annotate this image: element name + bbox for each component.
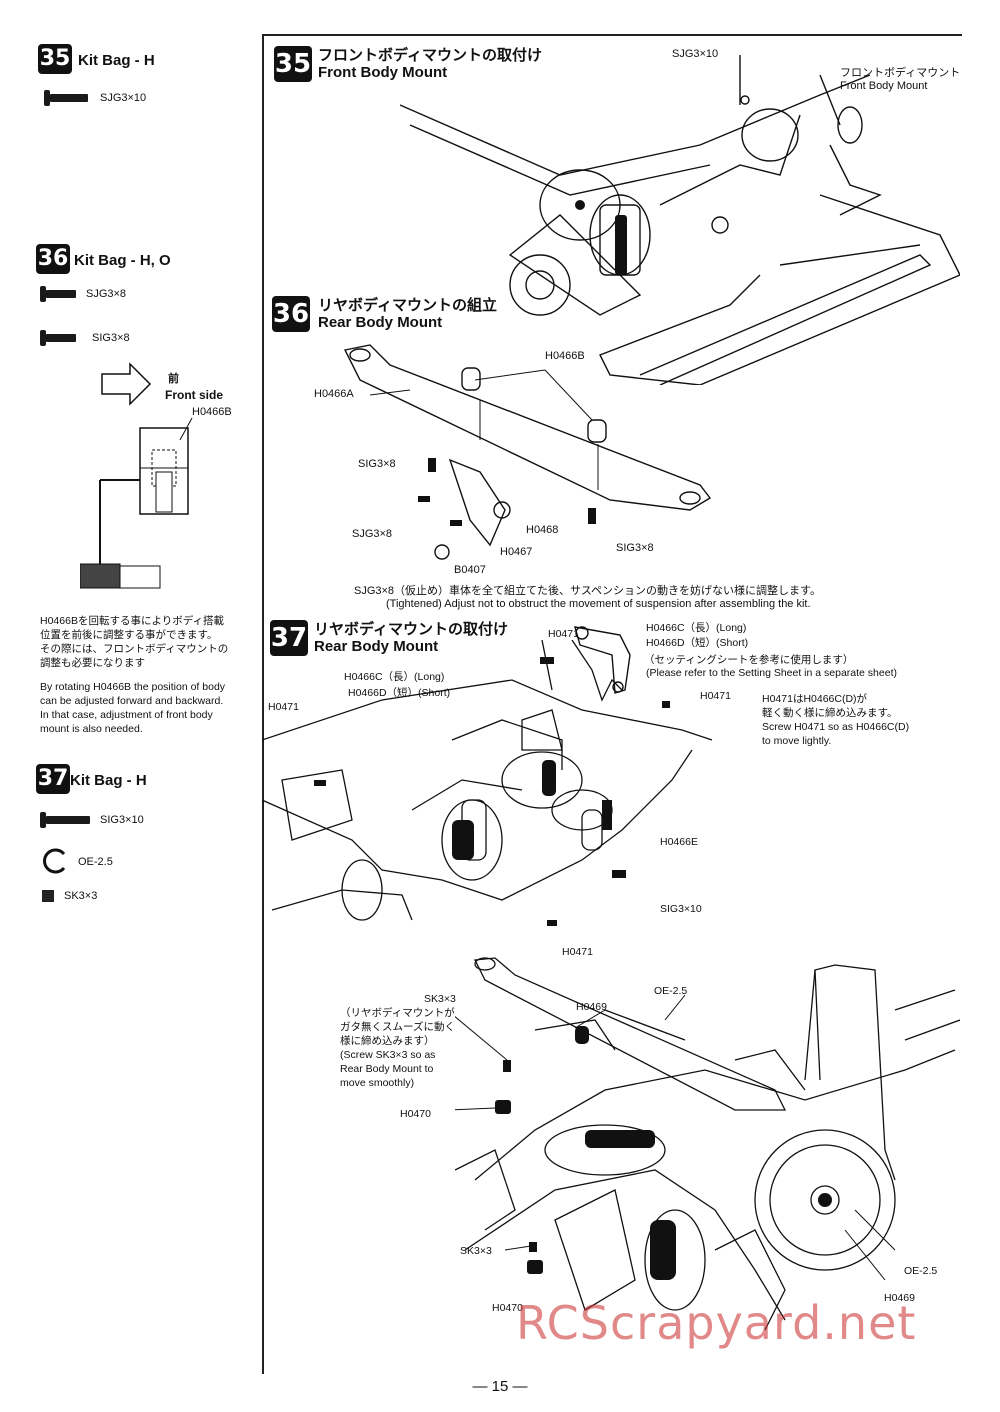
part-label: SJG3×10 [100,92,147,104]
part-label: OE-2.5 [654,985,688,997]
part-label: H0466C（長）(Long) [344,671,445,683]
front-jp-label: 前 [168,373,179,385]
step-title-jp: フロントボディマウントの取付け [318,47,542,64]
screw-note: H0471はH0466C(D)が軽く動く様に締め込みます。Screw H0471… [762,693,910,747]
kit-step-number: 36 [36,244,70,274]
rear-mount-assembly-illustration [343,344,712,560]
part-label: H0471 [562,946,593,958]
part-label: H0471 [268,701,299,713]
rear-mount-install-illustration [262,640,713,926]
part-label: OE-2.5 [78,856,113,868]
screw-icon [40,286,76,302]
step-number: 35 [274,46,312,82]
part-label: H0470 [492,1302,523,1314]
part-label: B0407 [454,564,486,576]
adjust-note-jp: H0466Bを回転する事によりボディ搭載位置を前後に調整する事ができます。その際… [40,615,229,669]
set-screw-icon [42,890,54,902]
part-label: SIG3×8 [616,542,654,554]
step-number: 37 [270,620,308,656]
part-label: SJG3×10 [672,48,719,60]
step-title-jp: リヤボディマウントの取付け [314,621,508,638]
step-number: 36 [272,296,310,332]
part-label: SJG3×8 [352,528,393,540]
step-title-jp: リヤボディマウントの組立 [318,297,497,314]
part-label: H0466E [660,836,698,848]
part-label: SIG3×8 [358,458,396,470]
sk-note: （リヤボディマウントがガタ無くスムーズに動く様に締め込みます）(Screw SK… [340,1007,455,1089]
step-title-en: Rear Body Mount [314,638,439,655]
kit-title: Kit Bag - H [78,52,155,69]
screw-icon [40,330,76,346]
part-label: SJG3×8 [86,288,127,300]
rear-chassis-illustration [455,957,960,1331]
watermark: RCScrapyard.net [516,1296,917,1350]
callout-label-en: Front Body Mount [840,80,928,92]
part-label: H0466A [314,388,354,400]
kit-title: Kit Bag - H, O [74,252,171,269]
setting-note-jp: （セッティングシートを参考に使用します） [644,654,854,666]
step-title-en: Front Body Mount [318,64,448,81]
screw-icon [40,812,90,828]
part-h0466b-label: H0466B [192,406,232,418]
setting-note-en: (Please refer to the Setting Sheet in a … [646,667,897,679]
part-label: H0466D（短）(Short) [646,637,749,649]
front-chassis-illustration [400,55,960,385]
step36-caption-jp: SJG3×8（仮止め）車体を全て組立てた後、サスペンションの動きを妨げない様に調… [354,585,821,597]
page-number: — 15 — [472,1378,528,1395]
step36-caption-en: (Tightened) Adjust not to obstruct the m… [386,598,811,610]
callout-label-jp: フロントボディマウント [840,67,961,79]
part-label: H0466B [545,350,585,362]
h0466c-bracket-illustration [540,626,670,708]
front-side-diagram [80,362,193,589]
part-label: H0466C（長）(Long) [646,622,747,634]
column-divider [262,34,264,1374]
kit-step-number: 35 [38,44,72,74]
part-label: SK3×3 [424,993,456,1005]
step-title-en: Rear Body Mount [318,314,443,331]
part-label: OE-2.5 [904,1265,938,1277]
screw-icon [44,90,88,106]
part-label: H0471 [548,628,579,640]
front-side-label: Front side [165,388,224,402]
e-clip-icon [43,848,66,874]
top-rule [262,34,962,36]
part-label: SIG3×8 [92,332,130,344]
part-label: SIG3×10 [660,903,702,915]
part-label: H0466D（短）(Short) [348,687,451,699]
part-label: H0469 [576,1001,607,1013]
part-label: H0471 [700,690,731,702]
part-label: H0469 [884,1292,915,1304]
kit-step-number: 37 [36,764,70,794]
part-label: SK3×3 [64,890,98,902]
kit-title: Kit Bag - H [70,772,147,789]
part-label: H0467 [500,546,533,558]
part-label: SIG3×10 [100,814,144,826]
part-label: H0468 [526,524,559,536]
part-label: H0470 [400,1108,431,1120]
